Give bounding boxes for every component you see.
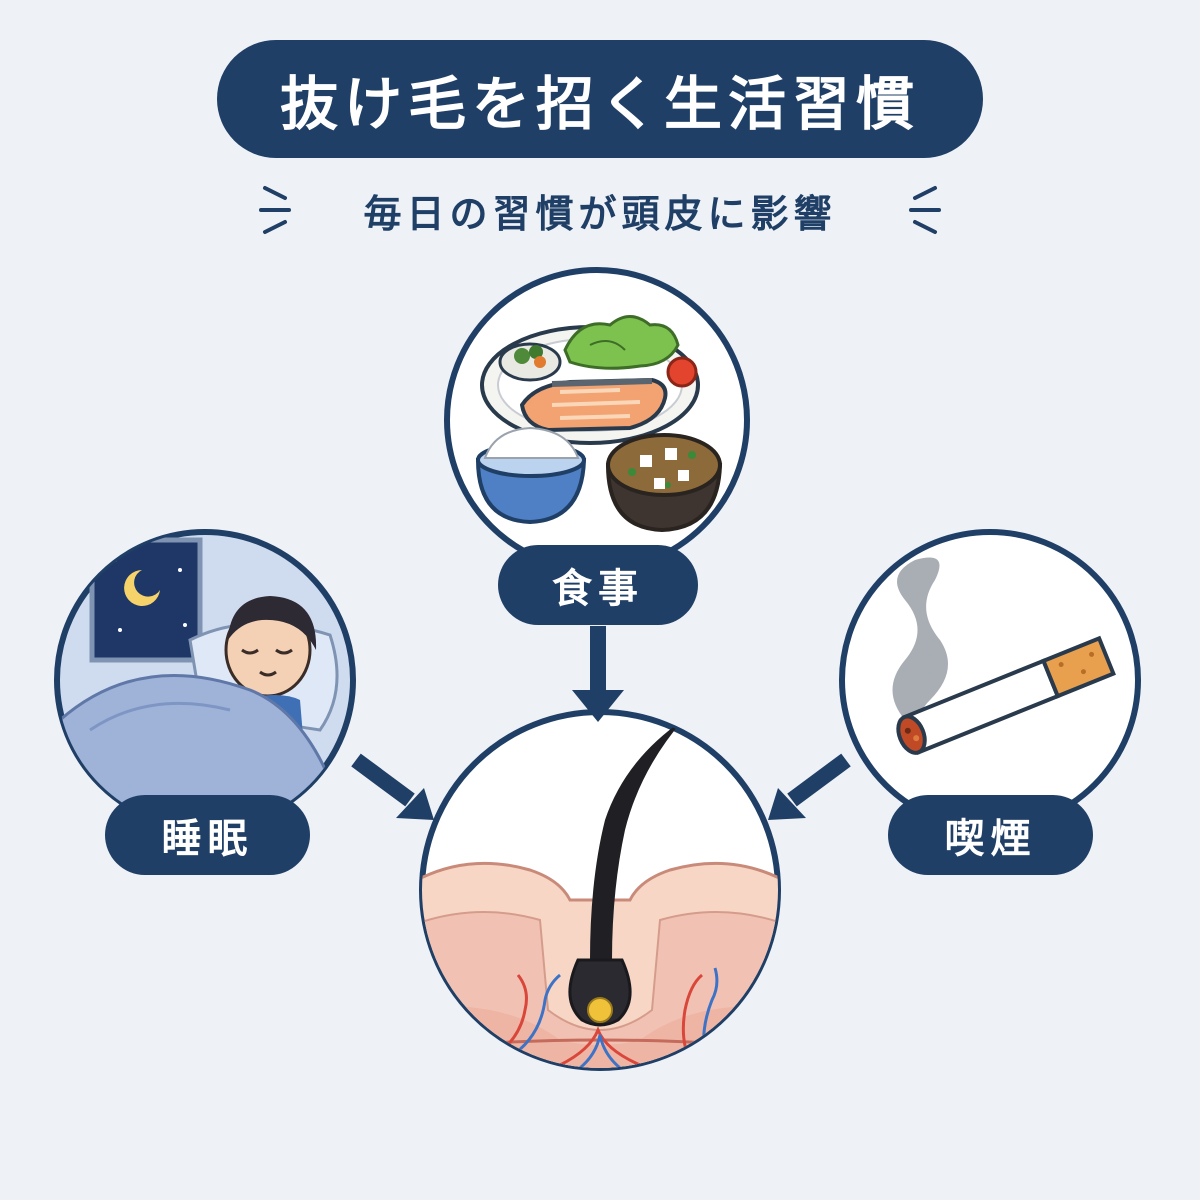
page-subtitle-text: 毎日の習慣が頭皮に影響 (363, 191, 837, 236)
arrow-smoking-to-scalp (768, 753, 851, 820)
habit-label-sleep-text: 睡眠 (161, 816, 254, 862)
subtitle-right-accent (909, 186, 941, 234)
habit-label-food-text: 食事 (552, 566, 644, 612)
cigarette-icon (839, 529, 1141, 831)
subtitle-left-accent (259, 186, 291, 234)
page-subtitle: 毎日の習慣が頭皮に影響 (0, 178, 1200, 242)
page-title-text: 抜け毛を招く生活習慣 (279, 70, 920, 138)
habit-label-food: 食事 (498, 545, 698, 625)
arrow-sleep-to-scalp (351, 753, 434, 820)
sleeping-person-icon (54, 529, 356, 831)
habit-label-smoking-text: 喫煙 (944, 816, 1037, 862)
habit-label-sleep: 睡眠 (105, 795, 310, 875)
habit-label-smoking: 喫煙 (888, 795, 1093, 875)
page-title: 抜け毛を招く生活習慣 (217, 40, 983, 158)
meal-icon (444, 267, 750, 573)
arrow-food-to-scalp (572, 626, 624, 722)
hair-follicle-icon (419, 709, 781, 1071)
